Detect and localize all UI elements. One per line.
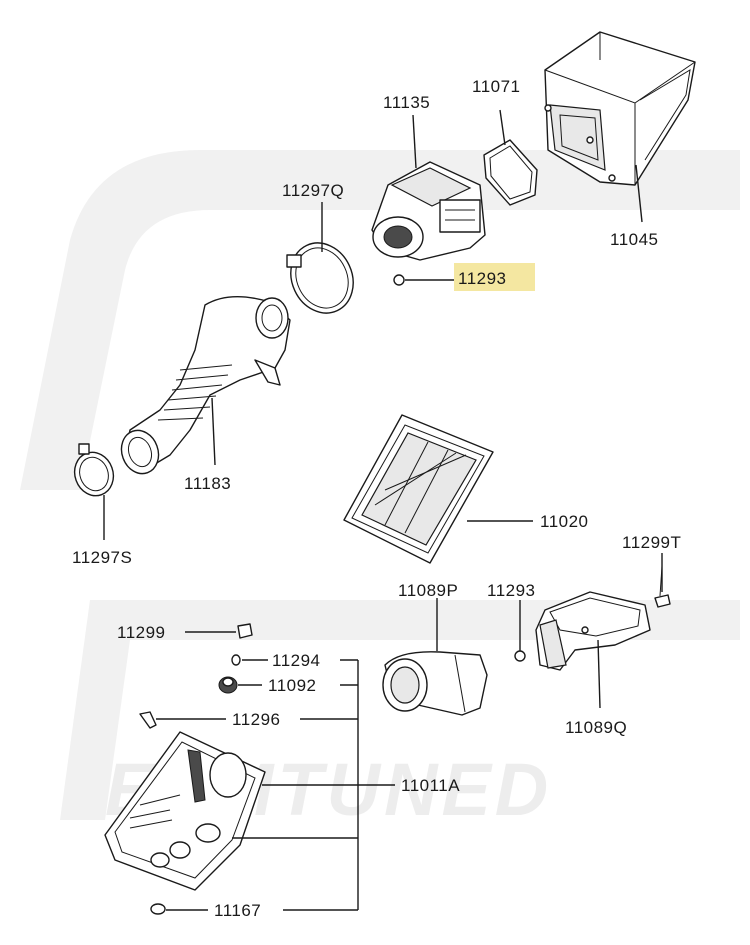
air-flow-sensor-drawing[interactable] xyxy=(371,161,486,261)
label-11011A: 11011A xyxy=(401,776,460,795)
group-bracket xyxy=(232,659,395,911)
label-11183: 11183 xyxy=(184,474,231,493)
grommet-drawing[interactable] xyxy=(218,676,238,694)
drain-cap-drawing[interactable] xyxy=(150,903,166,915)
air-filter-element-drawing[interactable] xyxy=(343,414,494,564)
air-cleaner-cover-drawing[interactable] xyxy=(544,31,696,186)
label-11045: 11045 xyxy=(610,230,659,249)
label-11135: 11135 xyxy=(383,93,430,112)
label-11296: 11296 xyxy=(232,710,281,729)
label-11020: 11020 xyxy=(540,512,589,531)
label-11089P: 11089P xyxy=(398,581,458,600)
label-11071: 11071 xyxy=(472,77,521,96)
intake-duct-drawing[interactable] xyxy=(382,651,488,716)
label-11299T: 11299T xyxy=(622,533,681,552)
air-cleaner-case-drawing[interactable] xyxy=(104,731,266,891)
intake-duct-inlet-drawing[interactable] xyxy=(535,591,651,671)
label-11089Q: 11089Q xyxy=(565,718,627,737)
bolt-left-drawing[interactable] xyxy=(237,623,253,639)
label-11297S: 11297S xyxy=(72,548,132,567)
label-11294: 11294 xyxy=(272,651,321,670)
label-11297Q: 11297Q xyxy=(282,181,344,200)
nut-highlighted-drawing[interactable] xyxy=(393,274,405,286)
label-11293-lower: 11293 xyxy=(487,581,536,600)
label-11092: 11092 xyxy=(268,676,317,695)
clip-drawing[interactable] xyxy=(139,711,157,729)
label-11167: 11167 xyxy=(214,901,261,920)
gasket-drawing[interactable] xyxy=(483,139,538,206)
hose-clamp-lower-drawing[interactable] xyxy=(69,443,120,501)
nut-lower-drawing[interactable] xyxy=(514,650,526,662)
highlight-box xyxy=(454,263,535,291)
collar-drawing[interactable] xyxy=(231,654,241,666)
intake-hose-drawing[interactable] xyxy=(116,295,291,479)
label-11299: 11299 xyxy=(117,623,166,642)
label-11293-highlighted: 11293 xyxy=(458,269,507,288)
hose-clamp-upper-drawing[interactable] xyxy=(280,233,365,324)
